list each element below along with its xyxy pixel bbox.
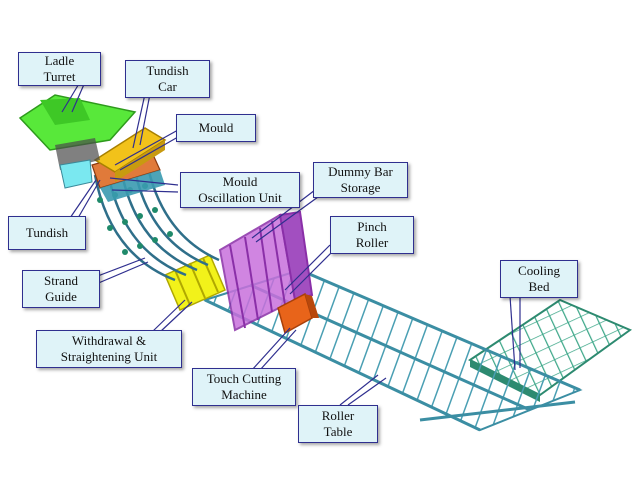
touch-cutting-machine-label: Touch Cutting Machine — [192, 368, 296, 406]
tundish-car-label: Tundish Car — [125, 60, 210, 98]
cooling-bed-label: Cooling Bed — [500, 260, 578, 298]
mould-label: Mould — [176, 114, 256, 142]
withdrawal-unit-structure — [164, 254, 226, 311]
dummy-bar-storage-label: Dummy Bar Storage — [313, 162, 408, 198]
tundish-car-structure — [93, 127, 167, 182]
mould-oscillation-unit-label: Mould Oscillation Unit — [180, 172, 300, 208]
roller-table-label: Roller Table — [298, 405, 378, 443]
leader-lines — [61, 81, 521, 406]
pinch-roller-label: Pinch Roller — [330, 216, 414, 254]
ladle-turret-structure — [18, 94, 137, 189]
ladle-turret-label: Ladle Turret — [18, 52, 101, 86]
withdrawal-straightening-unit-label: Withdrawal & Straightening Unit — [36, 330, 182, 368]
tundish-label: Tundish — [8, 216, 86, 250]
strand-guide-label: Strand Guide — [22, 270, 100, 308]
cutting-machine-structure — [277, 292, 319, 335]
